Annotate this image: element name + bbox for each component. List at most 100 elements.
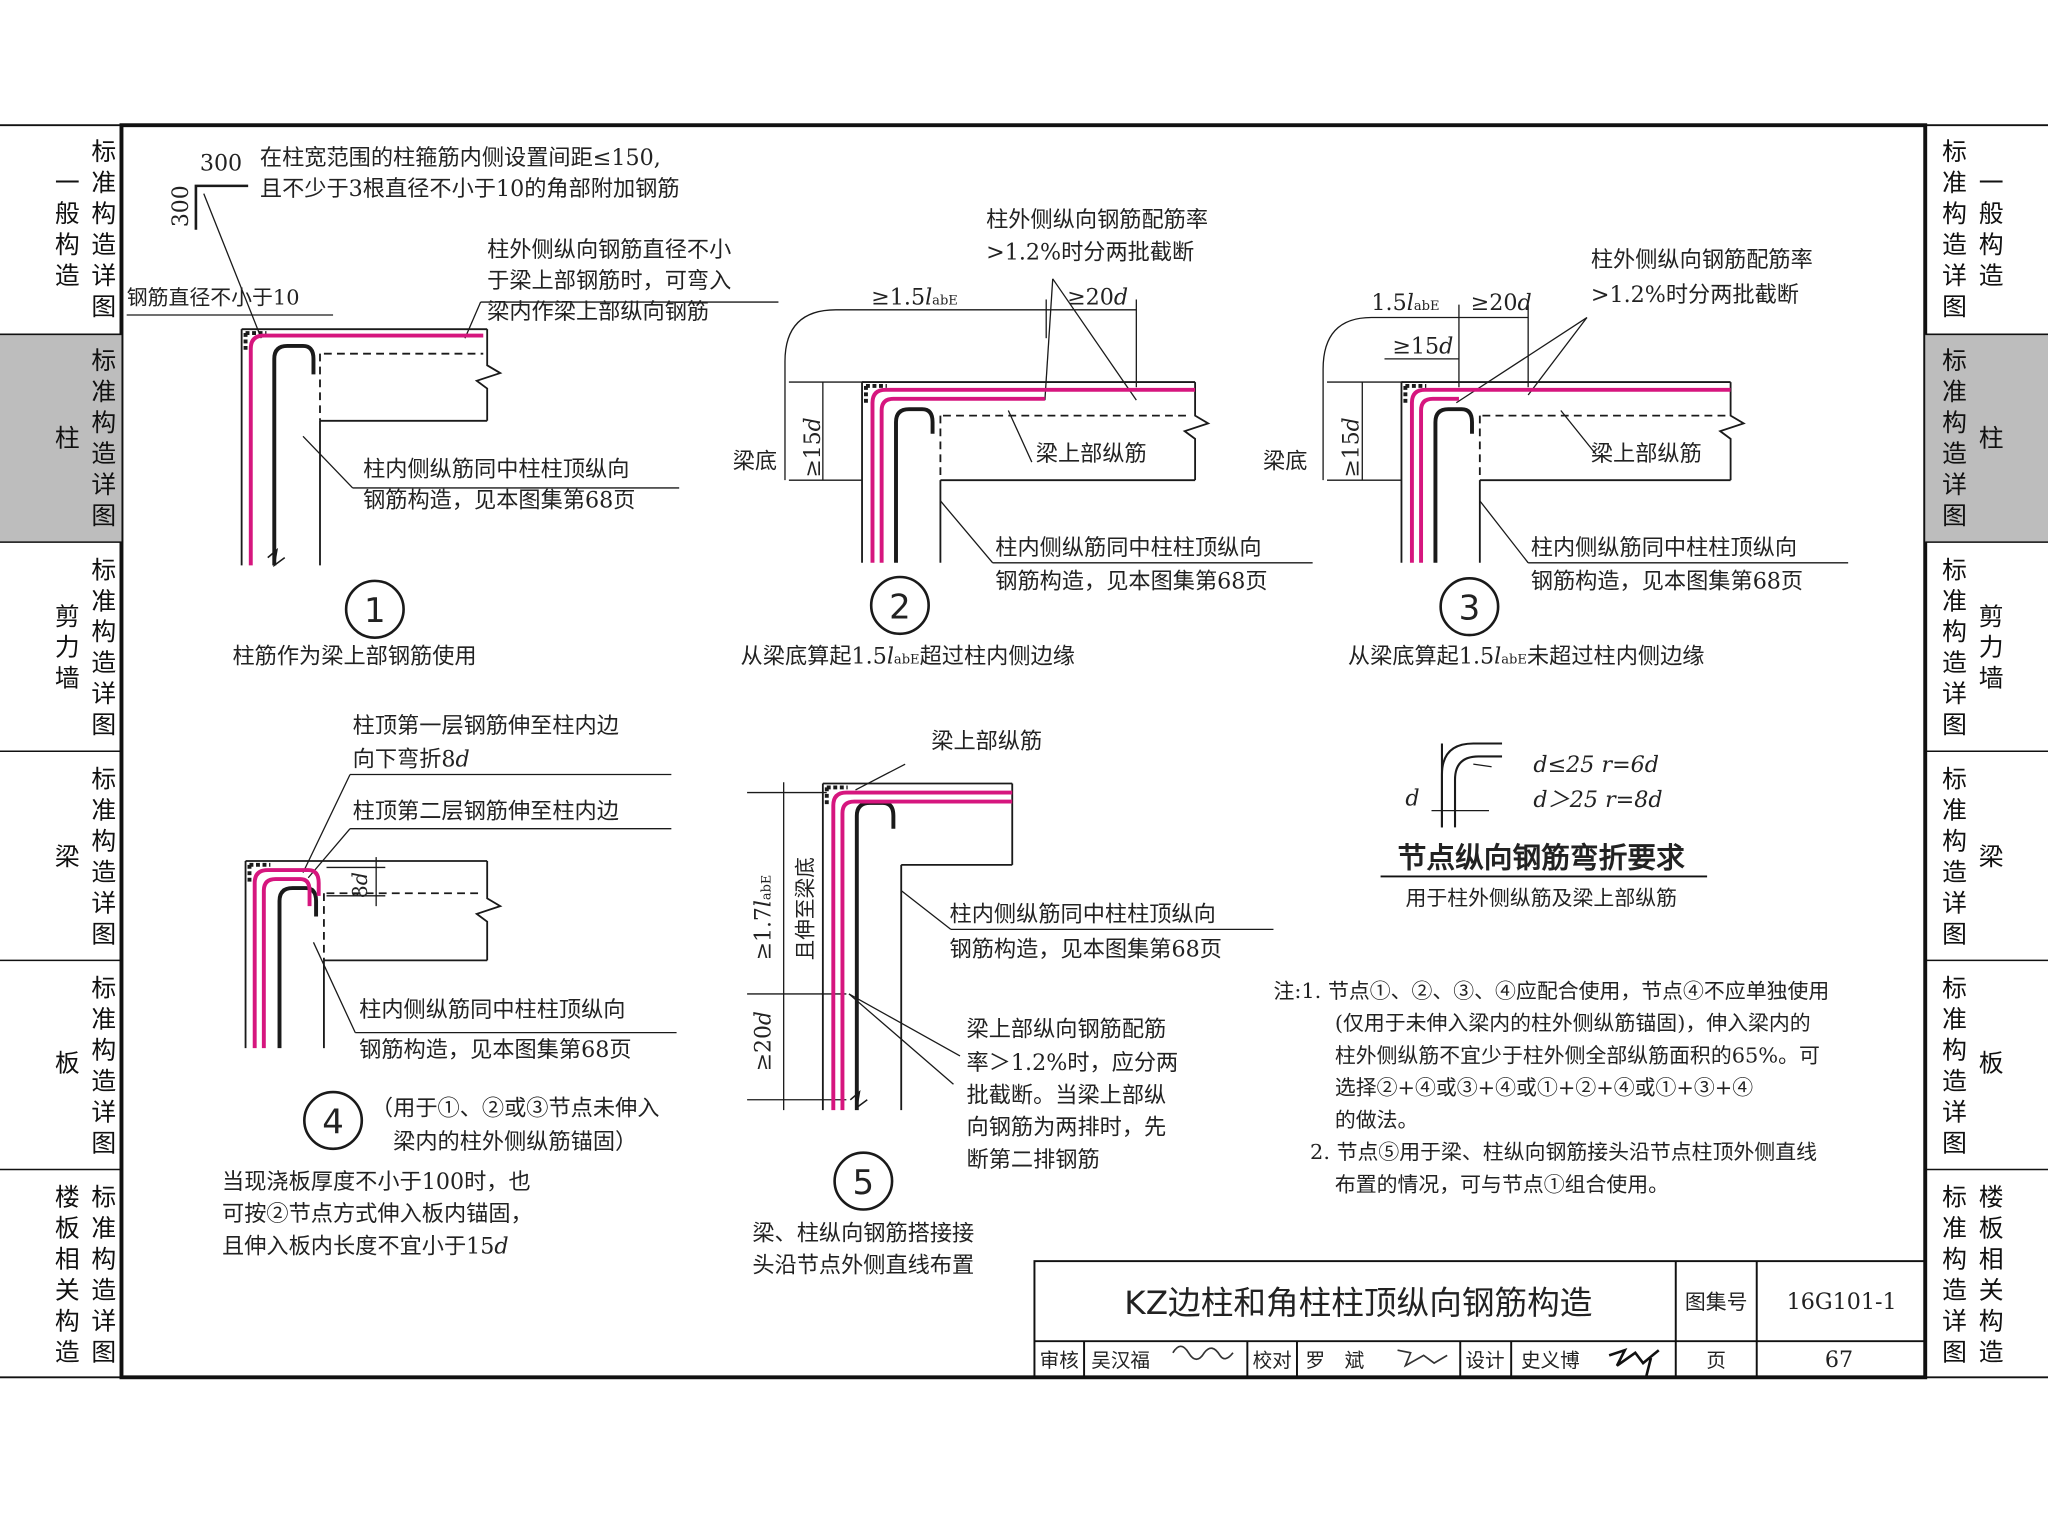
node-4-slab-line1: 当现浇板厚度不小于100时，也: [222, 1170, 531, 1195]
node-1-inner-line2: 钢筋构造，见本图集第68页: [363, 488, 635, 513]
right-tab-floor[interactable]: 楼板相关构造: [1979, 1183, 2004, 1367]
node-2-beam-bottom: 梁底: [733, 450, 777, 475]
node-4-drawing: [244, 773, 677, 1151]
node-5-dim-b: ≥20: [751, 1025, 776, 1071]
page-label: 页: [1706, 1349, 1726, 1372]
right-tab-shearwall[interactable]: 剪力墙: [1979, 602, 2004, 693]
node-3-dim-c-d: d: [1439, 335, 1453, 360]
node-5-beam-top: 梁上部纵筋: [931, 730, 1042, 755]
node-2-number: 2: [889, 587, 911, 626]
node-2-dim-a: ≥1.5: [871, 286, 925, 311]
node-5-note-line4: 向钢筋为两排时，先: [967, 1116, 1167, 1141]
node-3-ratio-line2: >1.2%时分两批截断: [1591, 283, 1799, 308]
sheet-title: KZ边柱和角柱柱顶纵向钢筋构造: [1124, 1284, 1592, 1322]
right-tab-active-bg: [1925, 334, 2048, 543]
designer-name: 史义博: [1521, 1349, 1580, 1372]
node-1-outer-line1: 柱外侧纵向钢筋直径不小: [487, 238, 731, 263]
node-1-inner-line1: 柱内侧纵筋同中柱柱顶纵向: [363, 457, 629, 482]
checker-name: 罗 斌: [1305, 1349, 1364, 1372]
node-3-drawing: [1322, 304, 1849, 637]
left-tab-floor[interactable]: 楼板相关构造: [55, 1183, 80, 1367]
right-tab-beam-sub[interactable]: 标准构造详图: [1942, 765, 1967, 949]
node-5-dim-a-sub: abE: [760, 875, 775, 900]
node-3-inner-line1: 柱内侧纵筋同中柱柱顶纵向: [1531, 536, 1797, 561]
designer-signature: [1608, 1347, 1660, 1379]
node-3-number: 3: [1459, 589, 1481, 628]
right-tab-general-sub[interactable]: 标准构造详图: [1942, 137, 1967, 321]
node-3-dim-a-sub: abE: [1414, 299, 1440, 314]
right-tab-slab[interactable]: 板: [1979, 1049, 2004, 1078]
svg-text:向下弯折8d: 向下弯折8d: [353, 748, 470, 773]
svg-text:≥1.7labE: ≥1.7labE: [751, 875, 776, 961]
node-5-dim-a-l: l: [751, 900, 776, 907]
left-tab-column[interactable]: 柱: [55, 424, 80, 453]
node-5-dim-a-note: 且伸至梁底: [793, 857, 817, 960]
left-tab-column-sub[interactable]: 标准构造详图: [91, 346, 116, 530]
bend-subtitle: 用于柱外侧纵筋及梁上部纵筋: [1405, 886, 1677, 910]
svg-text:1.5labE: 1.5labE: [1371, 291, 1439, 316]
right-tab-general[interactable]: 一般构造: [1979, 168, 2004, 290]
node-5-caption-line2: 头沿节点外侧直线布置: [752, 1254, 974, 1279]
right-tab-column[interactable]: 柱: [1979, 424, 2004, 453]
node-3-dim-a-l: l: [1407, 291, 1414, 316]
node-5-dim-a: ≥1.7: [751, 907, 776, 960]
title-block-frame: [1033, 1260, 1927, 1379]
node-3-dim-b: ≥20: [1471, 291, 1518, 316]
node-2-dim-b: ≥20: [1067, 286, 1114, 311]
checker-signature: [1397, 1349, 1448, 1368]
node-5-drawing: [747, 763, 1274, 1211]
right-tab-column-sub[interactable]: 标准构造详图: [1942, 346, 1967, 530]
svg-text:≥20d: ≥20d: [1471, 291, 1532, 316]
node-1-outer-line3: 梁内作梁上部纵向钢筋: [487, 300, 709, 325]
node-2-dim-b-d: d: [1114, 286, 1128, 311]
node-3-beam-top: 梁上部纵筋: [1591, 442, 1702, 467]
right-tab-beam[interactable]: 梁: [1979, 842, 2004, 871]
node-3-dim-v: ≥15: [1339, 431, 1364, 477]
svg-text:≥15d: ≥15d: [1392, 335, 1453, 360]
node-4-layer1-line2: 向下弯折8: [353, 748, 456, 773]
review-label: 审核: [1040, 1349, 1079, 1372]
left-tab-general[interactable]: 一般构造: [55, 168, 80, 290]
node-4-rebar: [252, 868, 321, 1049]
svg-text:≥20d: ≥20d: [1067, 286, 1128, 311]
left-tab-shearwall-sub[interactable]: 标准构造详图: [91, 555, 116, 739]
right-tab-slab-sub[interactable]: 标准构造详图: [1942, 974, 1967, 1158]
node-5-note-line3: 批截断。当梁上部纵: [967, 1083, 1167, 1108]
node-2-inner-line2: 钢筋构造，见本图集第68页: [995, 570, 1267, 595]
left-tab-beam[interactable]: 梁: [55, 842, 80, 871]
svg-text:且伸入板内长度不宜小于15d: 且伸入板内长度不宜小于15d: [222, 1234, 509, 1259]
note-line-3: 柱外侧纵筋不宜少于柱外侧全部纵筋面积的65%。可: [1335, 1043, 1820, 1067]
node-3-ratio-line1: 柱外侧纵向钢筋配筋率: [1591, 248, 1813, 273]
left-tab-slab[interactable]: 板: [55, 1049, 80, 1078]
left-tab-floor-sub[interactable]: 标准构造详图: [91, 1183, 116, 1367]
node-3-caption-b: 未超过柱内侧边缘: [1527, 645, 1705, 670]
node-2-inner-line1: 柱内侧纵筋同中柱柱顶纵向: [995, 536, 1261, 561]
atlas-label: 图集号: [1685, 1290, 1748, 1314]
node-5-note-line5: 断第二排钢筋: [967, 1148, 1100, 1173]
bend-detail-drawing: [1431, 742, 1503, 828]
node-3-inner-line2: 钢筋构造，见本图集第68页: [1531, 570, 1803, 595]
left-tab-beam-sub[interactable]: 标准构造详图: [91, 765, 116, 949]
node-4-slab-d: d: [494, 1234, 508, 1259]
left-tab-shearwall[interactable]: 剪力墙: [55, 602, 80, 693]
left-tab-slab-sub[interactable]: 标准构造详图: [91, 974, 116, 1158]
node-4-dim-8d-d: d: [348, 872, 372, 885]
node-1-note-line2: 且不少于3根直径不小于10的角部附加钢筋: [260, 177, 680, 202]
node-5-dim-b-d: d: [751, 1011, 776, 1025]
node-2-ratio-line1: 柱外侧纵向钢筋配筋率: [986, 208, 1208, 233]
node-3-rebar: [1409, 387, 1731, 563]
node-2-ratio-line2: >1.2%时分两批截断: [986, 241, 1194, 266]
node-1-note-line1: 在柱宽范围的柱箍筋内侧设置间距≤150,: [260, 146, 661, 171]
node-5-caption-line1: 梁、柱纵向钢筋搭接接: [752, 1222, 974, 1247]
bend-title: 节点纵向钢筋弯折要求: [1398, 841, 1686, 875]
right-tab-floor-sub[interactable]: 标准构造详图: [1942, 1183, 1967, 1367]
left-tab-general-sub[interactable]: 标准构造详图: [91, 137, 116, 321]
svg-text:从梁底算起1.5labE超过柱内侧边缘: 从梁底算起1.5labE超过柱内侧边缘: [741, 645, 1075, 670]
node-1-outer-line2: 于梁上部钢筋时，可弯入: [487, 269, 731, 294]
right-tab-shearwall-sub[interactable]: 标准构造详图: [1942, 555, 1967, 739]
node-4-paren-line1: （用于①、②或③节点未伸入: [371, 1096, 660, 1121]
bend-rule-2: d＞25 r=8d: [1533, 788, 1662, 813]
node-4-layer2: 柱顶第二层钢筋伸至柱内边: [353, 799, 619, 824]
check-label: 校对: [1253, 1349, 1292, 1372]
